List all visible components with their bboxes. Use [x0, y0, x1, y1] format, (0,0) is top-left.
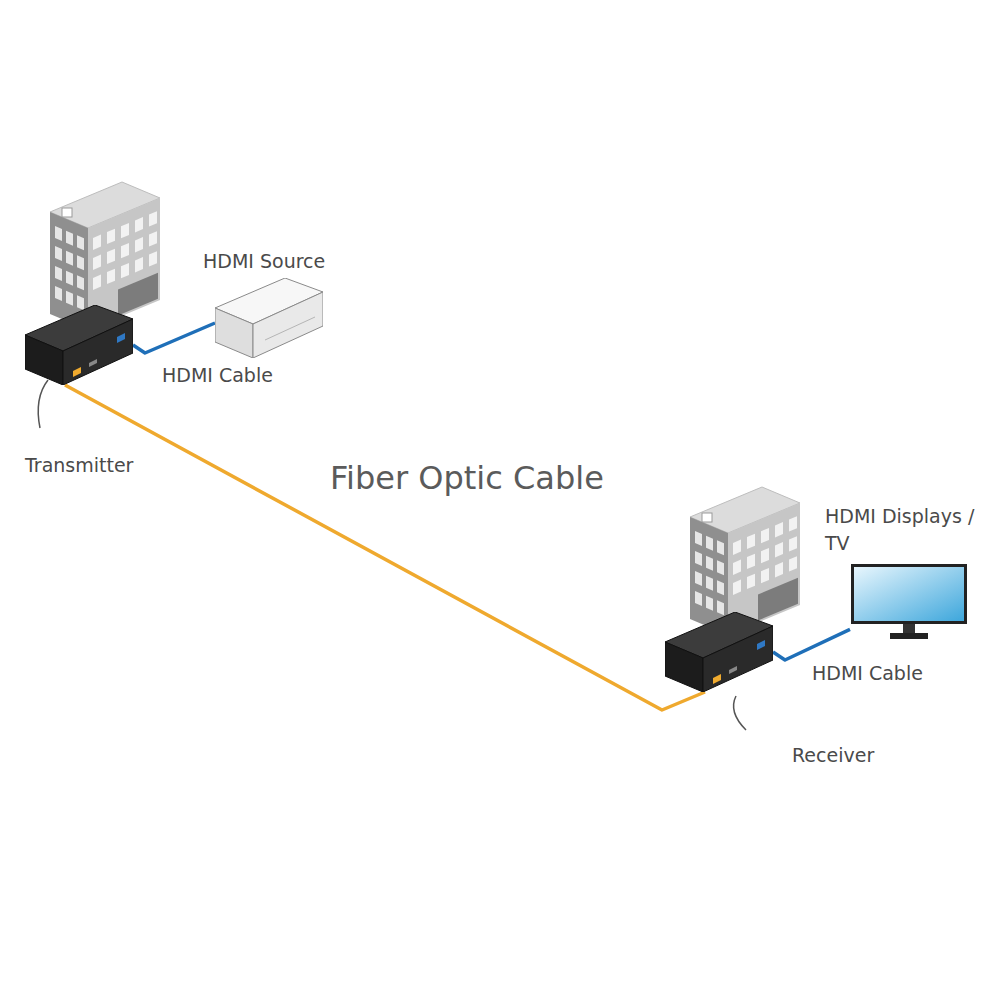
- cable: [65, 385, 705, 710]
- building: [50, 182, 160, 330]
- device-icon: [665, 612, 773, 692]
- cable-label: Fiber Optic Cable: [328, 458, 606, 498]
- cable-label: HDMI Cable: [160, 362, 275, 388]
- display-device: HDMI Displays / TV: [850, 563, 968, 641]
- device-icon: [850, 563, 968, 641]
- device-label: Transmitter: [25, 452, 133, 479]
- cable: [133, 323, 215, 353]
- hdmi-source-device: HDMI Source: [215, 278, 323, 358]
- transmitter-device: Transmitter: [25, 305, 133, 385]
- cable-label: HDMI Cable: [810, 660, 925, 686]
- leader-line: [734, 696, 746, 730]
- receiver-device: Receiver: [665, 612, 773, 692]
- device-icon: [25, 305, 133, 385]
- device-icon: [215, 278, 323, 358]
- device-label: HDMI Source: [203, 248, 325, 275]
- device-label: HDMI Displays / TV: [825, 503, 991, 557]
- cable: [773, 629, 850, 660]
- device-label: Receiver: [792, 742, 874, 769]
- building: [690, 487, 800, 635]
- leader-line: [38, 380, 48, 428]
